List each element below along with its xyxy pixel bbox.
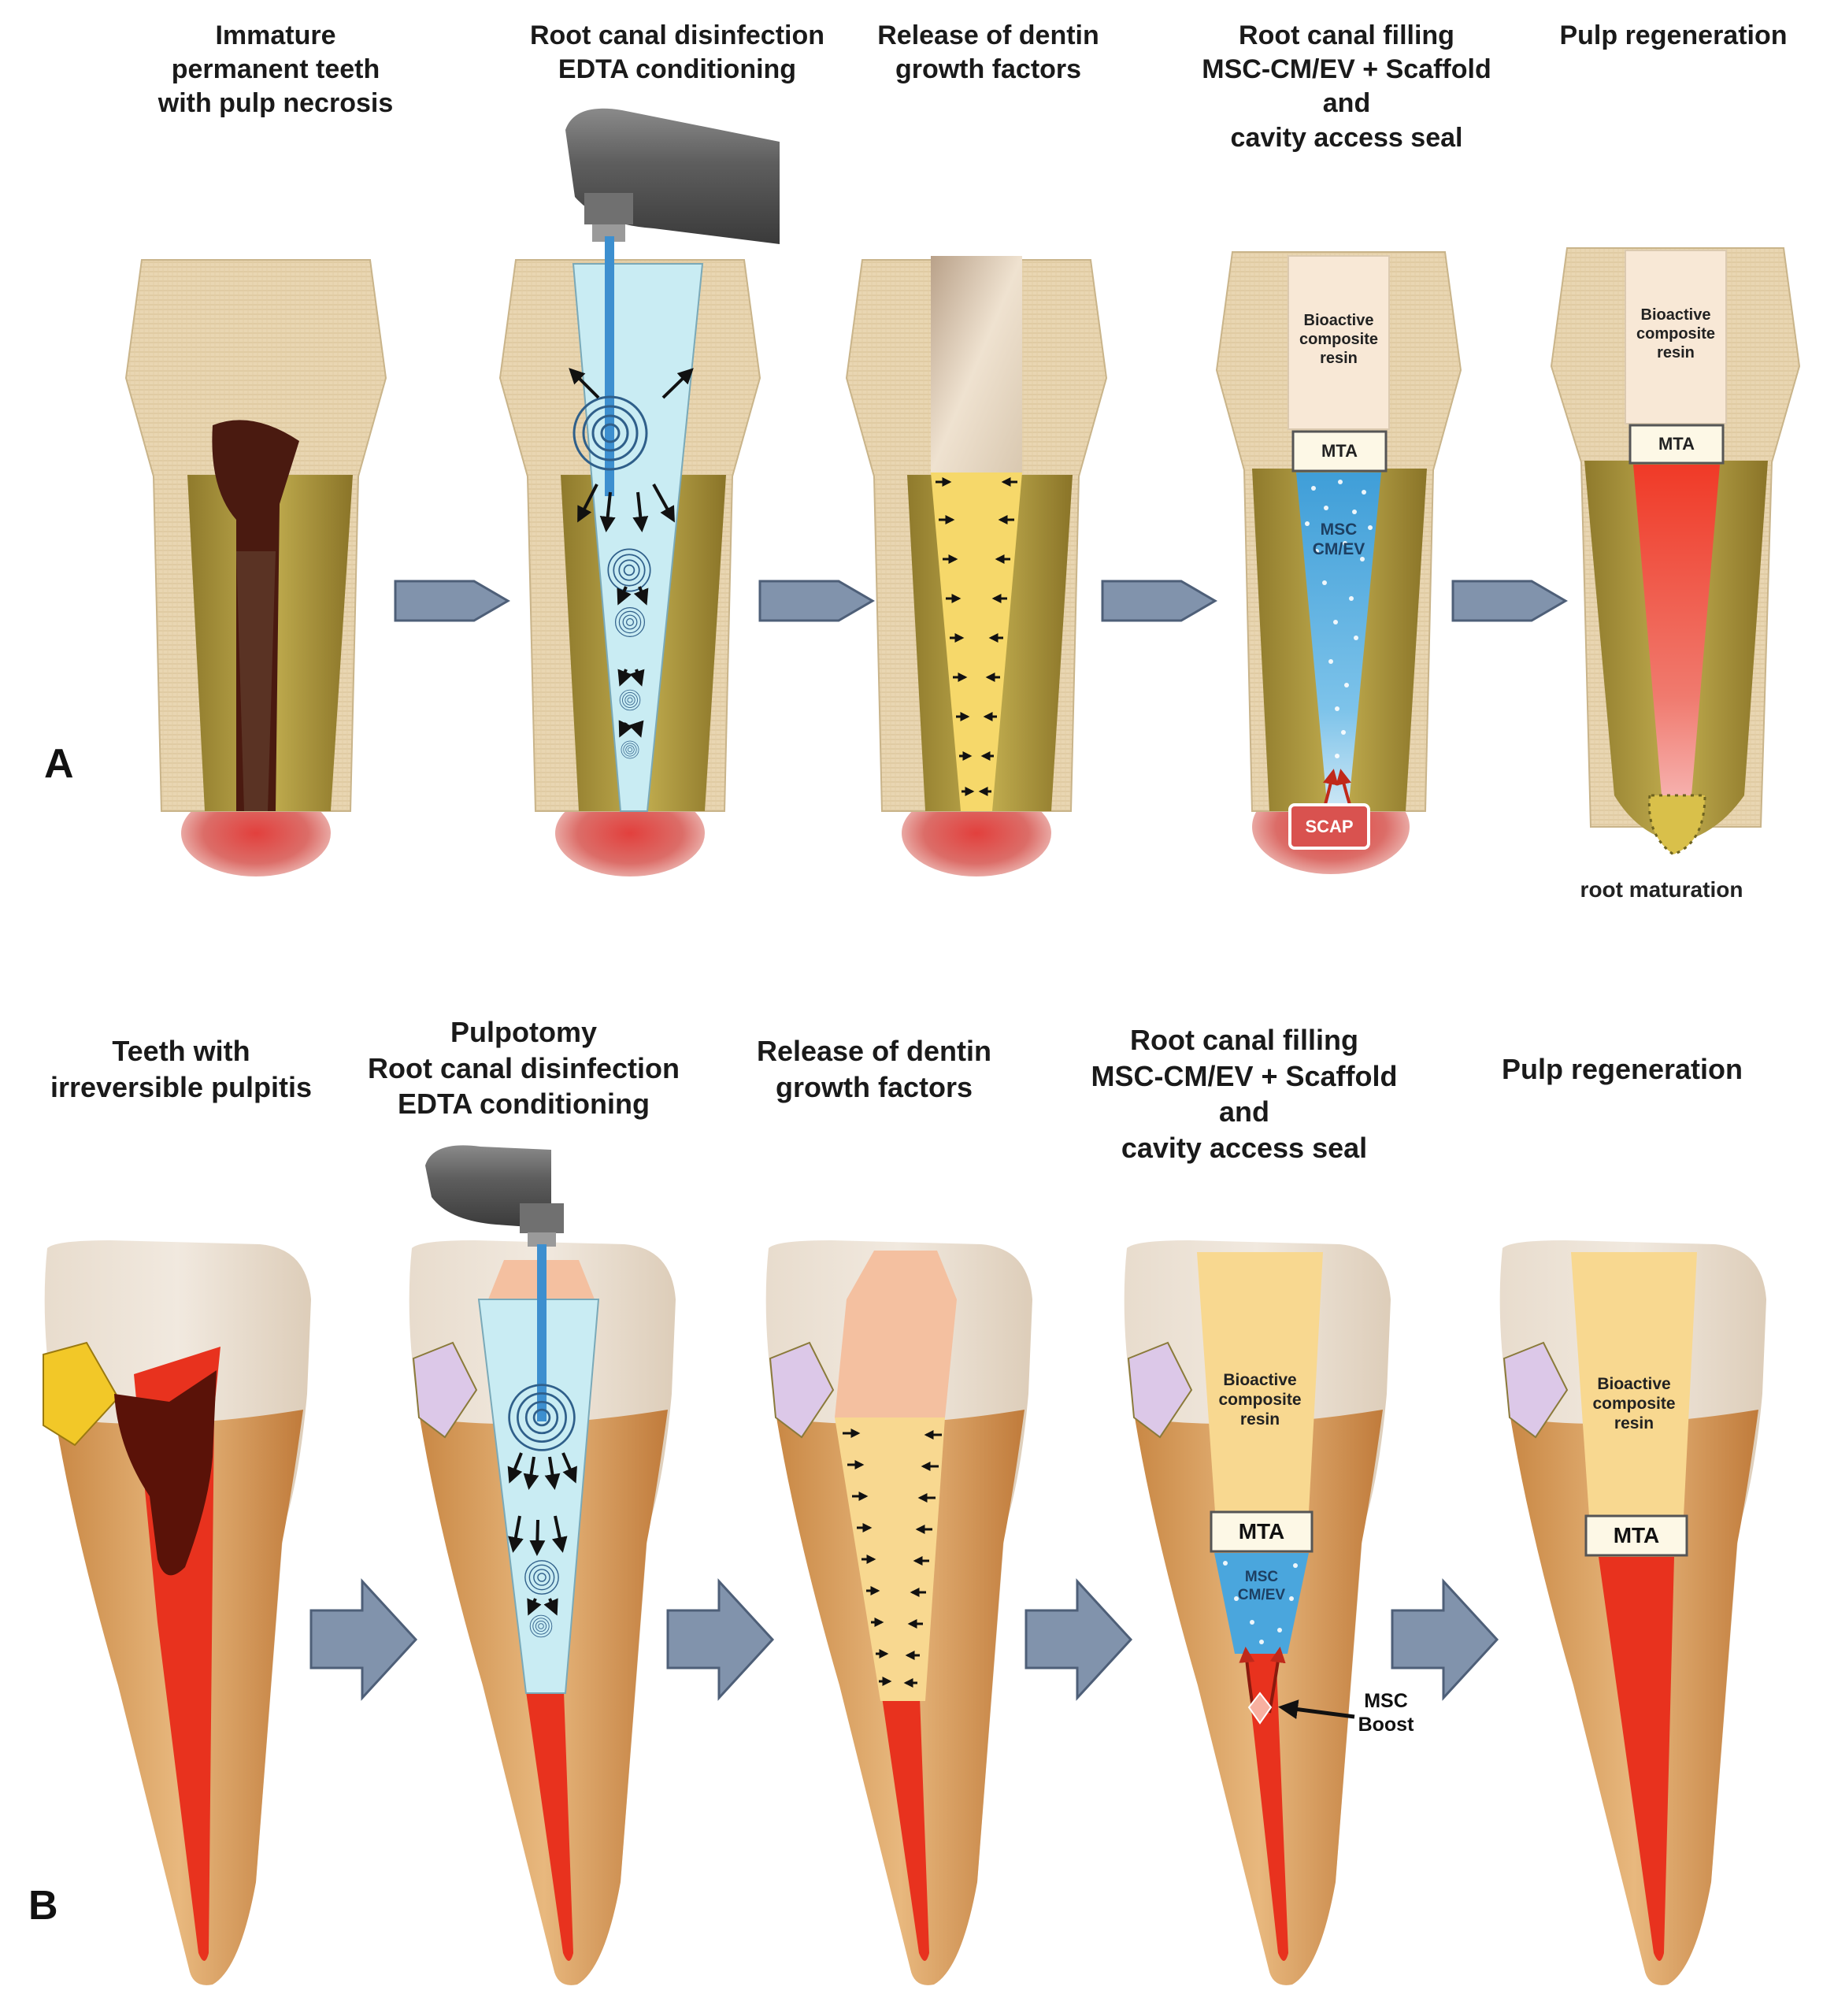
panel-b-step-5-resin-label: Bioactive composite resin: [1592, 1375, 1676, 1433]
panel-a-step-5-resin-label: Bioactive composite resin: [1636, 306, 1716, 361]
panel-b-step-5-mta-label: MTA: [1613, 1523, 1660, 1547]
panel-b-letter: B: [28, 1883, 58, 1929]
handpiece-icon: [565, 108, 780, 244]
panel-a-step-4-title: Root canal filling MSC-CM/EV + Scaffold …: [1202, 20, 1491, 153]
tooth-b1: [43, 1240, 312, 1985]
panel-b-step-4-resin-label: Bioactive composite resin: [1218, 1371, 1302, 1429]
panel-a-step-3-title: Release of dentin growth factors: [877, 20, 1099, 85]
tooth-b5: [1499, 1240, 1766, 1985]
tooth-b3: [765, 1240, 1032, 1985]
panel-a-step-5-title: Pulp regeneration: [1559, 20, 1788, 50]
regenerated-pulp: [1633, 465, 1720, 795]
handpiece-icon: [425, 1145, 564, 1247]
regenerated-pulp: [1599, 1557, 1674, 1961]
panel-a-step-4-resin-label: Bioactive composite resin: [1299, 312, 1379, 367]
panel-a-step-5-mta-label: MTA: [1658, 434, 1695, 454]
panel-b-step-1-title: Teeth with irreversible pulpitis: [50, 1035, 313, 1103]
panel-a-step-4-msc-label: MSC CM/EV: [1312, 521, 1365, 559]
msc-boost-label: MSC Boost: [1358, 1690, 1414, 1736]
tooth-b2: [409, 1145, 676, 1985]
panel-a-letter: A: [44, 741, 74, 787]
panel-a-step-4-mta-label: MTA: [1321, 441, 1358, 461]
panel-b-step-4-title: Root canal filling MSC-CM/EV + Scaffold …: [1091, 1024, 1398, 1165]
tooth-a4: [1215, 251, 1462, 874]
panel-b-step-5-title: Pulp regeneration: [1501, 1053, 1743, 1085]
tooth-a2: [498, 108, 780, 876]
panel-b-step-2-title: Pulpotomy Root canal disinfection EDTA c…: [367, 1016, 680, 1121]
panel-a-step-1-title: Immature permanent teeth with pulp necro…: [157, 20, 394, 119]
panel-b-step-4-msc-label: MSC CM/EV: [1237, 1569, 1286, 1603]
panel-a-flow-arrows: [394, 580, 1568, 622]
inflamed-pulp: [114, 1370, 217, 1576]
tooth-a5: [1550, 247, 1801, 856]
tooth-b4: [1124, 1240, 1391, 1985]
tooth-a1: [124, 259, 387, 876]
root-maturation-label: root maturation: [1580, 877, 1743, 902]
panel-b-step-3-title: Release of dentin growth factors: [756, 1035, 992, 1103]
tooth-a3: [845, 256, 1108, 876]
panel-a-step-4-scap-label: SCAP: [1305, 816, 1354, 836]
panel-a-step-2-title: Root canal disinfection EDTA conditionin…: [529, 20, 825, 85]
panel-b-step-4-mta-label: MTA: [1238, 1519, 1285, 1544]
panel-b-flow-arrows: [309, 1578, 1499, 1701]
growth-factor-zone: [835, 1418, 945, 1701]
